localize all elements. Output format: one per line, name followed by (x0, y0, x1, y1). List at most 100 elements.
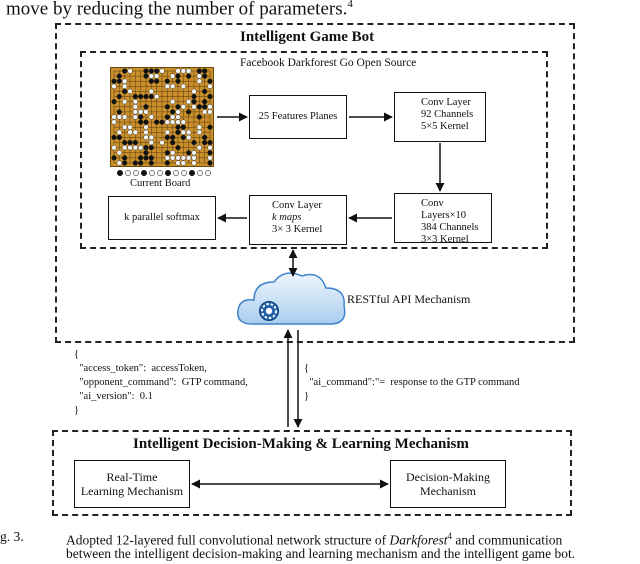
go-stone (207, 160, 213, 166)
go-stone (170, 134, 176, 141)
go-stone (191, 99, 197, 105)
go-stone (164, 83, 170, 89)
go-stone (170, 83, 176, 89)
go-stone (111, 83, 117, 89)
conv10-line2: 384 Channels (421, 222, 479, 233)
go-stone (191, 160, 197, 166)
top-text-line: move by reducing the number of parameter… (6, 0, 353, 20)
top-text-ref: 4 (347, 0, 353, 10)
go-stone (207, 109, 213, 115)
conv-layer-k-box: Conv Layer k maps 3× 3 Kernel (249, 195, 347, 245)
go-stone (116, 73, 122, 79)
go-stone (143, 150, 149, 156)
go-stone (132, 93, 138, 100)
go-stone (164, 134, 170, 141)
go-stone (175, 68, 181, 74)
go-stone (180, 68, 186, 74)
go-stone (180, 129, 186, 135)
go-stone (122, 139, 128, 146)
go-stone (191, 88, 197, 95)
go-stone (122, 114, 128, 120)
go-stone (164, 119, 170, 125)
go-stone (127, 145, 133, 151)
go-stone (116, 109, 122, 115)
realtime-line1: Real-Time (106, 470, 158, 484)
go-stone (143, 145, 149, 151)
go-stone (202, 99, 208, 105)
go-stone (122, 145, 128, 151)
go-stone (122, 88, 128, 95)
go-stone (132, 109, 138, 115)
go-stone (164, 155, 170, 161)
go-stone (111, 145, 117, 151)
response-json: { "ai_command":"= response to the GTP co… (304, 363, 520, 402)
darkforest-title: Facebook Darkforest Go Open Source (240, 57, 417, 69)
go-stone (196, 124, 202, 130)
go-stone (202, 134, 208, 141)
go-stone (116, 134, 122, 141)
go-stone (202, 104, 208, 110)
go-stone (116, 93, 122, 100)
go-stone (186, 129, 192, 135)
go-stone (186, 68, 192, 74)
captured-stone (148, 169, 156, 177)
go-stone (180, 155, 186, 161)
go-stone (122, 78, 128, 84)
gear-icon (259, 301, 279, 321)
go-stone (196, 73, 202, 79)
go-stone (164, 160, 170, 166)
go-stone (164, 78, 170, 84)
conv1-line2: 92 Channels (421, 109, 474, 120)
captured-stone (124, 169, 132, 177)
go-stone (132, 139, 138, 146)
go-stone (186, 99, 192, 105)
go-stone (207, 155, 213, 161)
captured-stone (196, 169, 204, 177)
go-stone (116, 114, 122, 120)
captured-stone (204, 169, 212, 177)
caption-line1-em: Darkforest (389, 532, 448, 548)
softmax-box: k parallel softmax (108, 196, 216, 240)
caption-line-1: Adopted 12-layered full convolutional ne… (66, 528, 562, 549)
go-stone (202, 73, 208, 79)
convk-line3: 3× 3 Kernel (272, 224, 323, 235)
features-planes-box: 25 Features Planes (249, 95, 347, 139)
go-stone (196, 78, 202, 84)
go-stone (132, 104, 138, 110)
go-stone (202, 139, 208, 146)
go-stone (191, 93, 197, 100)
go-stone (143, 93, 149, 100)
go-stone (138, 109, 144, 115)
conv1-line3: 5×5 Kernel (421, 121, 469, 132)
go-stone (164, 104, 170, 110)
realtime-line2: Learning Mechanism (80, 484, 184, 498)
go-stone (132, 114, 138, 120)
go-stone (180, 124, 186, 130)
go-stone (122, 68, 128, 74)
go-stone (180, 83, 186, 89)
captured-stone (116, 169, 124, 177)
go-board-image (110, 67, 214, 167)
captured-stone (188, 169, 196, 177)
go-stone (127, 139, 133, 146)
go-stone (164, 150, 170, 156)
go-stone (138, 155, 144, 161)
go-stone (111, 134, 117, 141)
go-stone (154, 119, 160, 125)
go-stone (175, 114, 181, 120)
go-stone (143, 129, 149, 135)
go-stone (132, 99, 138, 105)
go-stone (191, 139, 197, 146)
go-stone (148, 88, 154, 95)
go-stone (159, 119, 165, 125)
go-stone (148, 139, 154, 146)
go-stone (175, 155, 181, 161)
go-stone (132, 129, 138, 135)
go-stone (191, 155, 197, 161)
game-bot-container (55, 23, 575, 343)
go-stone (207, 93, 213, 100)
top-text: move by reducing the number of parameter… (6, 0, 348, 20)
realtime-learning-box: Real-Time Learning Mechanism (74, 460, 190, 508)
go-stone (154, 68, 160, 74)
go-stone (175, 104, 181, 110)
